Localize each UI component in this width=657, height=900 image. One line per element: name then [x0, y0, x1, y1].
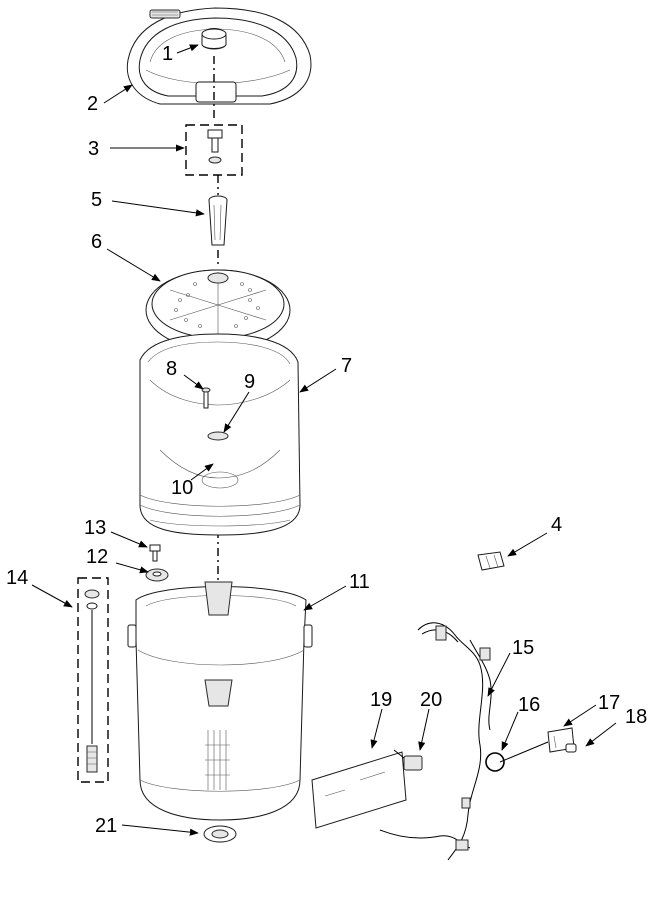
callout-3: 3	[88, 138, 99, 160]
part-21-tub-seal	[203, 825, 237, 843]
part-8-screw	[201, 387, 211, 409]
callout-7: 7	[341, 355, 352, 377]
callout-leaders	[31, 44, 617, 836]
part-4-clip	[477, 551, 505, 571]
part-7-wash-basket	[139, 333, 301, 536]
part-5-drive-adapter	[208, 195, 228, 246]
callout-5: 5	[91, 189, 102, 211]
part-20-connector	[393, 749, 423, 771]
callout-10: 10	[171, 477, 193, 499]
part-12-washer	[145, 568, 169, 582]
part-3-bolt-kit	[185, 124, 243, 176]
callout-12: 12	[86, 546, 108, 568]
part-14-suspension-rod	[77, 577, 109, 783]
callout-19: 19	[370, 689, 392, 711]
callout-1: 1	[162, 43, 173, 65]
callout-21: 21	[95, 815, 117, 837]
callout-13: 13	[84, 517, 106, 539]
part-13-bolt	[149, 544, 161, 562]
part-16-harness-connector	[485, 752, 505, 772]
callout-9: 9	[244, 371, 255, 393]
part-19-control-board	[311, 751, 407, 829]
part-15-wire-harness	[379, 622, 492, 861]
part-1-cap	[201, 28, 227, 50]
callout-labels: 1 2 3 4 5 6 7 8 9 10 11 12 13 14 15 16 1…	[6, 43, 647, 837]
part-2-tub-cover	[126, 7, 312, 105]
callout-11: 11	[349, 571, 370, 593]
callout-18: 18	[625, 706, 647, 728]
callout-17: 17	[598, 692, 620, 714]
callout-15: 15	[512, 637, 534, 659]
callout-2: 2	[87, 93, 98, 115]
callout-16: 16	[518, 694, 540, 716]
callout-14: 14	[6, 567, 28, 589]
callout-20: 20	[420, 689, 442, 711]
callout-6: 6	[91, 231, 102, 253]
part-18-screw	[565, 743, 577, 753]
callout-4: 4	[551, 514, 562, 536]
callout-8: 8	[166, 358, 177, 380]
part-11-outer-tub	[127, 581, 313, 821]
